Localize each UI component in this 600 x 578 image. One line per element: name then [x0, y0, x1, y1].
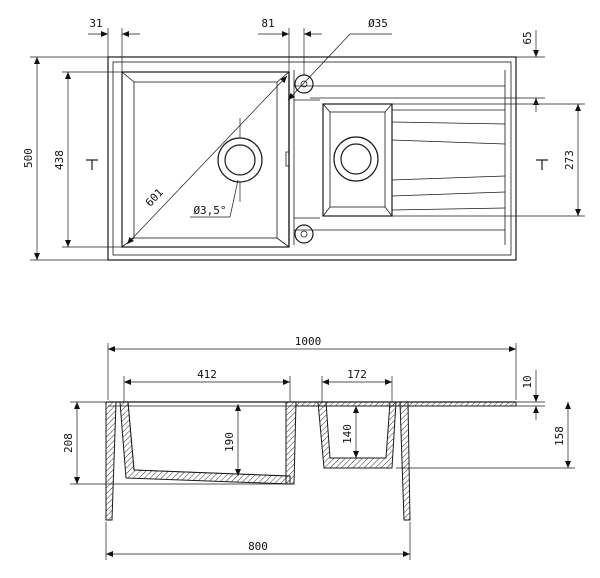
dim-65: 65: [521, 31, 534, 44]
deck-section: [295, 401, 517, 407]
sink-outline: [107, 56, 517, 261]
dim-438: 438: [53, 150, 66, 170]
dim-800: 800: [248, 540, 268, 553]
small-bowl-inner: [329, 111, 386, 208]
wall-left-outer: [105, 401, 117, 521]
small-bowl-section: [317, 401, 397, 469]
small-drain-inner: [340, 143, 372, 175]
dim-35: Ø35: [368, 17, 388, 30]
dim-172: 172: [347, 368, 367, 381]
side-view: 1000 412 172 10 158 208 190 140: [62, 335, 575, 560]
top-view: 31 81 Ø35 65 273 500 438 601: [22, 17, 585, 261]
section-marker-right: [536, 159, 548, 170]
dim-412: 412: [197, 368, 217, 381]
divider-section: [285, 401, 297, 485]
dim-140: 140: [341, 424, 354, 444]
small-drain-outer: [333, 136, 379, 182]
main-bowl-section: [119, 401, 291, 485]
dim-31: 31: [89, 17, 102, 30]
main-drain-inner: [224, 144, 256, 176]
dim-81: 81: [261, 17, 274, 30]
dim-158: 158: [553, 426, 566, 446]
dim-601: 601: [143, 186, 166, 209]
tap-hole-bottom: [294, 224, 314, 244]
dim-1000: 1000: [295, 335, 322, 348]
wall-right: [399, 401, 411, 521]
main-bowl-outline: [121, 71, 290, 248]
dim-10: 10: [521, 375, 534, 388]
dim-500: 500: [22, 148, 35, 168]
dim-35deg: Ø3,5°: [193, 204, 226, 217]
dim-190: 190: [223, 432, 236, 452]
sink-rim: [112, 61, 512, 256]
drainer-grooves: [293, 70, 506, 245]
dim-273: 273: [563, 150, 576, 170]
small-bowl-outline: [322, 103, 393, 217]
section-marker-left: [86, 159, 98, 170]
tap-hole-top: [294, 74, 314, 94]
dim-208: 208: [62, 433, 75, 453]
